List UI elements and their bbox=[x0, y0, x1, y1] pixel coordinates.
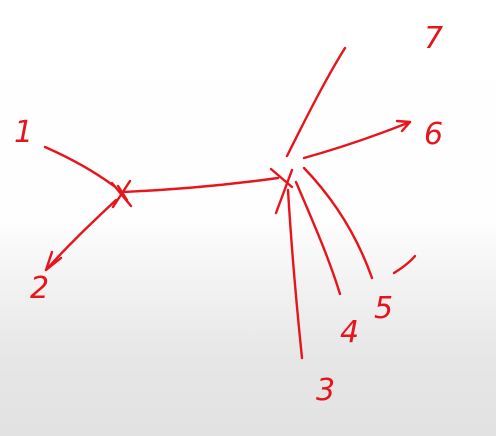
leaf-label-4: 4 bbox=[340, 315, 359, 350]
leaf-label-7: 7 bbox=[424, 21, 443, 56]
edge-to-leaf-6 bbox=[302, 120, 412, 160]
edge-to-leaf-2 bbox=[44, 198, 118, 272]
leaf-label-1: 1 bbox=[14, 115, 33, 150]
leaf-label-6: 6 bbox=[424, 117, 443, 152]
edge-to-leaf-5 bbox=[302, 166, 374, 280]
edge-left-node-to-right-node bbox=[120, 176, 280, 194]
leaf-label-3: 3 bbox=[316, 373, 335, 408]
arrowhead-to-leaf-2 bbox=[44, 250, 63, 272]
arrowhead-to-leaf-6 bbox=[395, 119, 412, 133]
edge-to-leaf-7 bbox=[285, 46, 347, 158]
edge-to-leaf-3 bbox=[286, 188, 304, 360]
right-node-cross-mark bbox=[269, 167, 294, 215]
edge-to-leaf-1 bbox=[43, 145, 116, 188]
edge-to-leaf-4 bbox=[294, 180, 342, 296]
leaf-label-5: 5 bbox=[374, 291, 393, 326]
stroke-near-leaf-5 bbox=[392, 254, 417, 275]
left-node-cross-mark bbox=[110, 179, 133, 209]
leaf-label-2: 2 bbox=[30, 271, 49, 306]
